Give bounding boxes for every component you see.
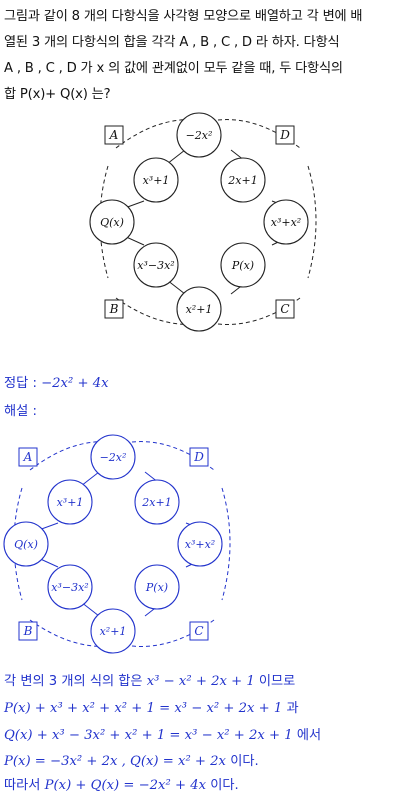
- sol-box-D: [189, 447, 209, 467]
- answer: 정답 : −2x² + 4x: [4, 372, 109, 391]
- solution-line-4-post: 이다.: [230, 754, 259, 769]
- circle-lower-right: [220, 242, 266, 288]
- solution-line-5-post: 이다.: [210, 778, 239, 793]
- sol-circle-lower-left: [47, 564, 93, 610]
- sol-poly-right: x³+x²: [185, 538, 215, 551]
- problem-line-2: 열된 3 개의 다항식의 합을 각각 A , B , C , D 라 하자. 다…: [4, 35, 340, 50]
- solution-label: 해설 :: [4, 404, 37, 419]
- poly-upper-right: 2x+1: [227, 174, 257, 187]
- arc-right: [307, 165, 317, 279]
- problem-text: 그림과 같이 8 개의 다항식을 사각형 모양으로 배열하고 각 변에 배 열된…: [4, 4, 396, 108]
- poly-left: Q(x): [100, 216, 124, 229]
- sol-poly-lower-left: x³−3x²: [51, 581, 88, 594]
- sol-corner-label-B: B: [23, 624, 33, 638]
- problem-line-4: 합 P(x)+ Q(x) 는?: [4, 87, 111, 102]
- solution-line-5: 따라서 P(x) + Q(x) = −2x² + 4x 이다.: [4, 774, 239, 793]
- sol-circle-bottom: [90, 608, 136, 654]
- sol-box-C: [189, 621, 209, 641]
- sol-circle-right: [177, 521, 223, 567]
- sol-corner-label-A: A: [23, 450, 33, 464]
- solution-line-3-math: Q(x) + x³ − 3x² + x² + 1 = x³ − x² + 2x …: [4, 728, 293, 743]
- sol-poly-upper-left: x³+1: [57, 496, 84, 509]
- answer-value: −2x² + 4x: [41, 376, 109, 391]
- problem-diagram-svg: A D B C −2x² x³+1 2x+1 Q(x) x³+x² x³−3x²…: [89, 112, 317, 332]
- sol-circle-top: [90, 434, 136, 480]
- box-C: [275, 299, 295, 319]
- problem-diagram: A D B C −2x² x³+1 2x+1 Q(x) x³+x² x³−3x²…: [88, 110, 328, 336]
- circle-left: [89, 199, 135, 245]
- solution-line-2-math: P(x) + x³ + x² + x² + 1 = x³ − x² + 2x +…: [4, 701, 283, 716]
- sol-poly-lower-right: P(x): [145, 581, 168, 594]
- problem-line-3: A , B , C , D 가 x 의 값에 관계없이 모두 같을 때, 두 다…: [4, 61, 343, 76]
- sol-circle-upper-right: [134, 479, 180, 525]
- solution-line-1-math: x³ − x² + 2x + 1: [146, 674, 255, 689]
- corner-label-A: A: [109, 128, 119, 142]
- sol-circle-lower-right: [134, 564, 180, 610]
- corner-label-B: B: [109, 302, 119, 316]
- solution-line-1-post: 이므로: [258, 674, 296, 689]
- sol-box-B: [18, 621, 38, 641]
- poly-top: −2x²: [186, 129, 213, 142]
- solution-diagram: A D B C −2x² x³+1 2x+1 Q(x) x³+x² x³−3x²…: [2, 432, 242, 658]
- solution-line-5-pre: 따라서: [4, 778, 41, 793]
- sol-poly-bottom: x²+1: [100, 625, 127, 638]
- solution-line-4-math: P(x) = −3x² + 2x , Q(x) = x² + 2x: [4, 754, 226, 769]
- box-B: [104, 299, 124, 319]
- problem-line-1: 그림과 같이 8 개의 다항식을 사각형 모양으로 배열하고 각 변에 배: [4, 9, 363, 24]
- solution-line-5-math: P(x) + Q(x) = −2x² + 4x: [44, 778, 207, 793]
- corner-label-C: C: [280, 302, 289, 316]
- circle-top: [176, 112, 222, 158]
- circle-upper-right: [220, 157, 266, 203]
- circle-right: [263, 199, 309, 245]
- sol-circle-upper-left: [47, 479, 93, 525]
- sol-circle-left: [3, 521, 49, 567]
- answer-label: 정답 :: [4, 376, 37, 391]
- circle-bottom: [176, 286, 222, 332]
- poly-upper-left: x³+1: [143, 174, 170, 187]
- solution-line-1-pre: 각 변의 3 개의 식의 합은: [4, 674, 143, 689]
- arc-left: [99, 165, 109, 279]
- solution-line-2-post: 과: [286, 701, 299, 716]
- sol-corner-label-D: D: [193, 450, 204, 464]
- sol-box-A: [18, 447, 38, 467]
- circle-lower-left: [133, 242, 179, 288]
- poly-bottom: x²+1: [186, 303, 213, 316]
- sol-corner-label-C: C: [194, 624, 203, 638]
- solution-line-3-post: 에서: [296, 728, 322, 743]
- box-D: [275, 125, 295, 145]
- box-A: [104, 125, 124, 145]
- poly-lower-right: P(x): [231, 259, 254, 272]
- poly-lower-left: x³−3x²: [137, 259, 174, 272]
- poly-right: x³+x²: [271, 216, 301, 229]
- sol-poly-upper-right: 2x+1: [141, 496, 171, 509]
- solution-line-1: 각 변의 3 개의 식의 합은 x³ − x² + 2x + 1 이므로: [4, 670, 295, 689]
- circle-upper-left: [133, 157, 179, 203]
- corner-label-D: D: [279, 128, 290, 142]
- sol-poly-top: −2x²: [100, 451, 127, 464]
- sol-poly-left: Q(x): [14, 538, 38, 551]
- solution-line-4: P(x) = −3x² + 2x , Q(x) = x² + 2x 이다.: [4, 750, 259, 769]
- solution-line-2: P(x) + x³ + x² + x² + 1 = x³ − x² + 2x +…: [4, 697, 299, 716]
- solution-diagram-svg: A D B C −2x² x³+1 2x+1 Q(x) x³+x² x³−3x²…: [3, 434, 231, 654]
- solution-line-3: Q(x) + x³ − 3x² + x² + 1 = x³ − x² + 2x …: [4, 724, 321, 743]
